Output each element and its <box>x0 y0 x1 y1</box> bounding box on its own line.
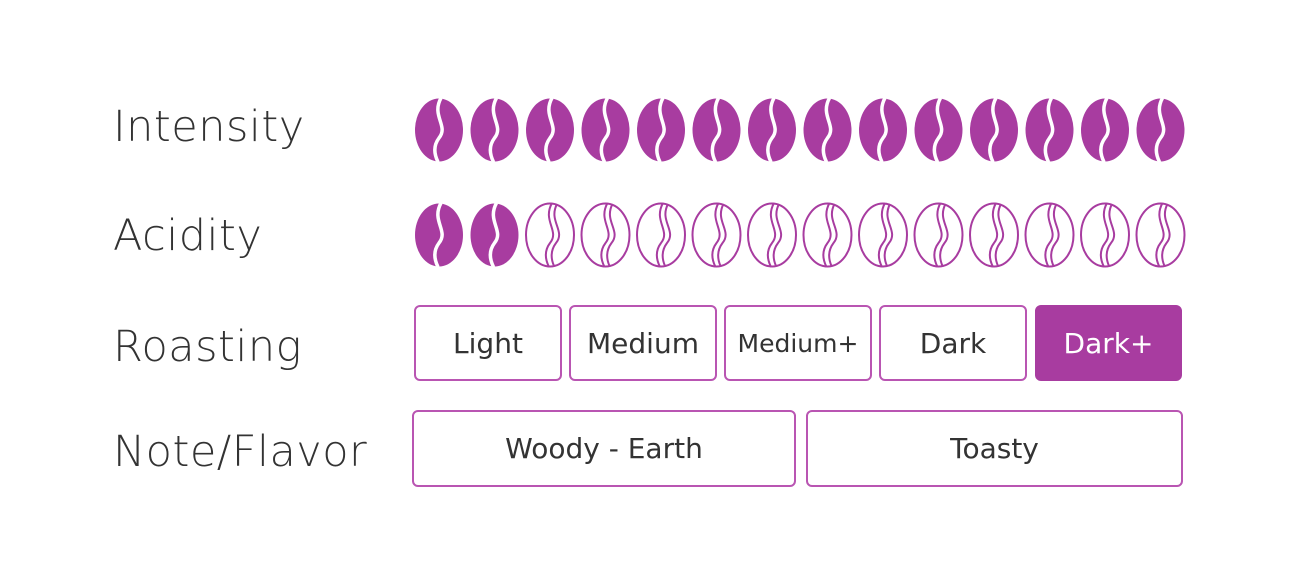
acidity-label: Acidity <box>113 211 263 261</box>
bean-filled-icon <box>748 97 796 163</box>
bean-empty-icon <box>580 202 631 268</box>
note-option-woody-earth[interactable]: Woody - Earth <box>412 410 796 487</box>
bean-empty-icon <box>802 202 853 268</box>
intensity-label: Intensity <box>113 102 305 152</box>
roast-option-medium-plus[interactable]: Medium+ <box>724 305 872 381</box>
bean-filled-icon <box>581 97 630 163</box>
roast-option-light[interactable]: Light <box>414 305 562 381</box>
bean-empty-icon <box>747 202 797 268</box>
bean-empty-icon <box>1135 202 1186 268</box>
bean-filled-icon <box>470 97 519 163</box>
bean-filled-icon <box>914 97 963 163</box>
bean-filled-icon <box>692 97 741 163</box>
roast-option-dark[interactable]: Dark <box>879 305 1027 381</box>
note-flavor-label: Note/Flavor <box>113 427 368 477</box>
roast-option-dark-plus[interactable]: Dark+ <box>1035 305 1182 381</box>
bean-filled-icon <box>415 97 463 163</box>
bean-filled-icon <box>970 97 1018 163</box>
roast-option-medium[interactable]: Medium <box>569 305 717 381</box>
bean-filled-icon <box>859 97 907 163</box>
bean-empty-icon <box>525 202 575 268</box>
bean-empty-icon <box>1024 202 1075 268</box>
bean-filled-icon <box>1136 97 1185 163</box>
bean-filled-icon <box>526 97 574 163</box>
bean-empty-icon <box>969 202 1019 268</box>
bean-empty-icon <box>913 202 964 268</box>
roasting-label: Roasting <box>113 322 302 372</box>
bean-empty-icon <box>636 202 686 268</box>
bean-filled-icon <box>415 202 463 268</box>
bean-empty-icon <box>858 202 908 268</box>
bean-filled-icon <box>470 202 519 268</box>
bean-filled-icon <box>1081 97 1129 163</box>
bean-filled-icon <box>803 97 852 163</box>
acidity-rating <box>415 202 1186 268</box>
bean-empty-icon <box>691 202 742 268</box>
bean-filled-icon <box>637 97 685 163</box>
bean-empty-icon <box>1080 202 1130 268</box>
bean-filled-icon <box>1025 97 1074 163</box>
note-option-toasty[interactable]: Toasty <box>806 410 1183 487</box>
intensity-rating <box>415 97 1185 163</box>
